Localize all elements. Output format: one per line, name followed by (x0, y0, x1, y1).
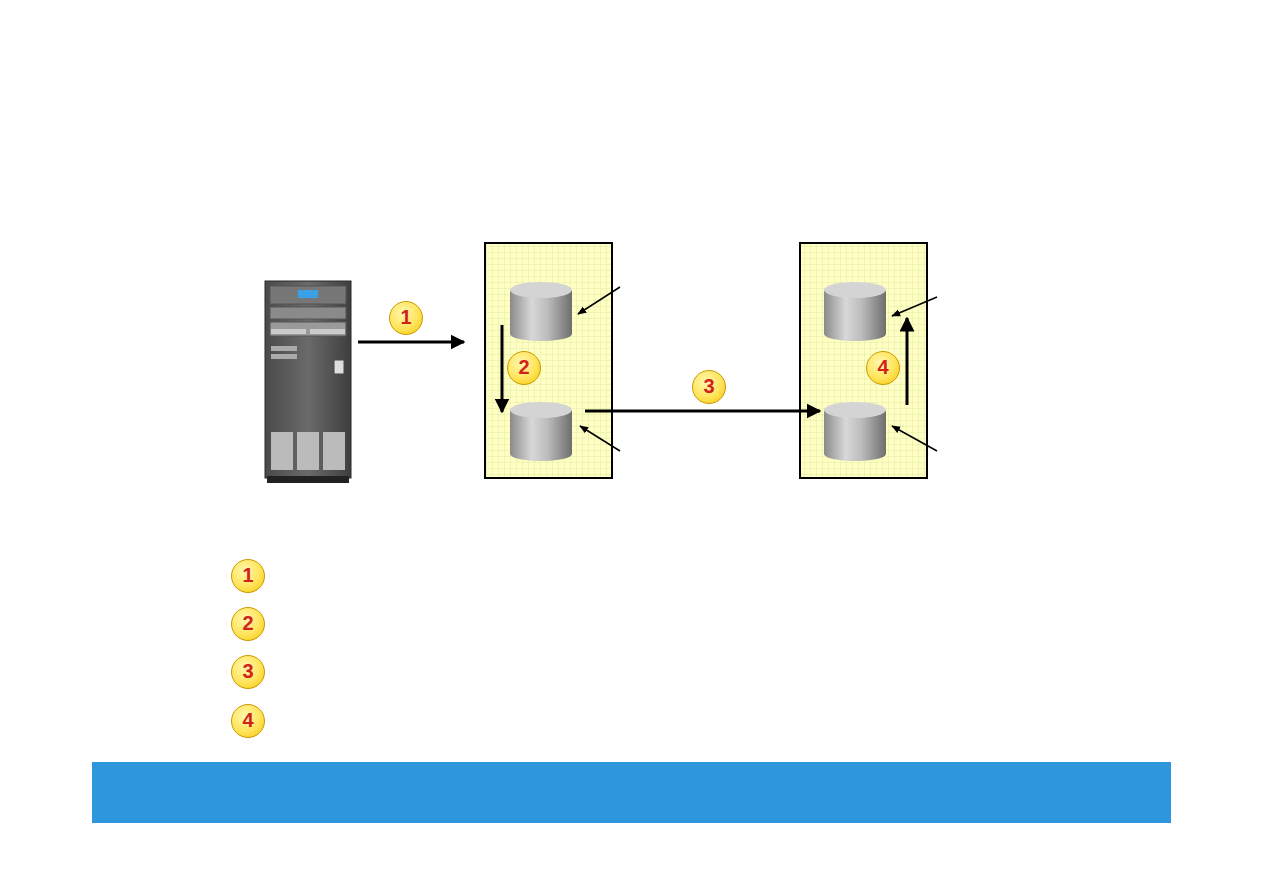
flow-arrows (358, 318, 907, 412)
callout-number: 2 (507, 351, 541, 385)
storage-system (485, 243, 612, 478)
leader-lines (578, 287, 937, 451)
callout-number: 1 (389, 301, 423, 335)
callout-number: 3 (231, 655, 265, 689)
storage-system (800, 243, 927, 478)
disk-volumes (510, 282, 886, 461)
callout-number: 3 (692, 370, 726, 404)
server-icon (265, 281, 351, 483)
footer-bar (92, 762, 1171, 823)
callout-number: 4 (866, 351, 900, 385)
callout-number: 4 (231, 704, 265, 738)
callout-number: 2 (231, 607, 265, 641)
callout-number: 1 (231, 559, 265, 593)
